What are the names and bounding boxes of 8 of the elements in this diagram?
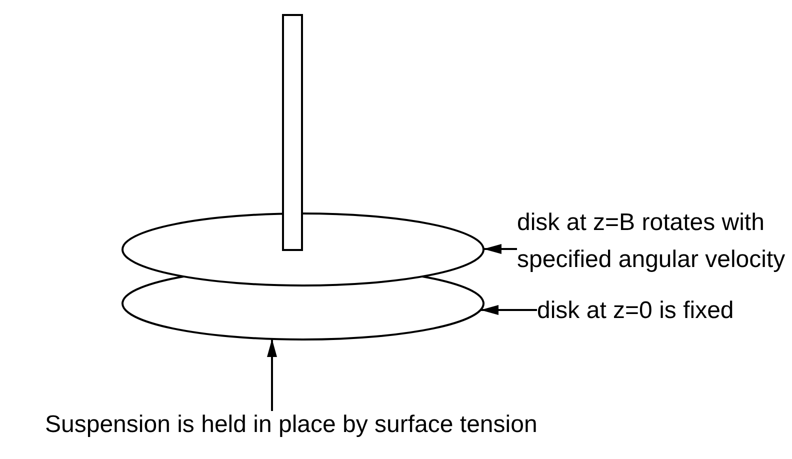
callout-text: disk at z=0 is fixed xyxy=(537,297,734,325)
callout-text: Suspension is held in place by surface tension xyxy=(45,411,538,439)
callout-text: disk at z=B rotates with specified angular velocity xyxy=(517,204,792,278)
leader-arrow xyxy=(267,338,277,411)
disk xyxy=(121,212,485,287)
rod xyxy=(282,14,303,251)
leader-arrow xyxy=(483,244,517,254)
leader-arrow xyxy=(480,305,537,315)
